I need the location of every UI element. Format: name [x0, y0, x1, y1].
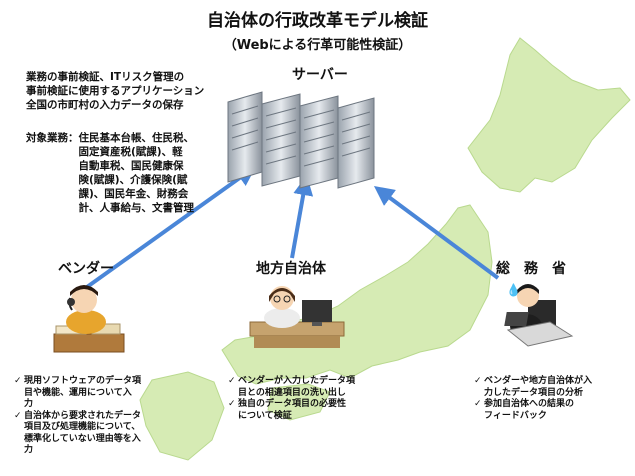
ministry-worker-icon: 💧 — [504, 283, 574, 347]
municipality-note: 独自のデータ項目の必要性 について検証 — [228, 399, 398, 422]
server-description: 業務の事前検証、ITリスク管理の 事前検証に使用するアプリケーション 全国の市町… — [26, 70, 204, 112]
target-business-list: 住民基本台帳、住民税、 固定資産税(賦課)、軽 自動車税、国民健康保 険(賦課)… — [79, 131, 219, 215]
municipality-note: ベンダーが入力したデータ項 目との相違項目の洗い出し — [228, 376, 398, 399]
server-rack-icon — [227, 91, 375, 189]
server-description-line: 全国の市町村の入力データの保存 — [26, 99, 184, 111]
vendor-note-line: 自治体から要求されたデータ — [24, 410, 142, 421]
ministry-note: ベンダーや地方自治体が入 力したデータ項目の分析 — [474, 376, 632, 399]
ministry-note-line: 力したデータ項目の分析 — [484, 387, 584, 398]
ministry-note: 参加自治体への結果の フィードバック — [474, 399, 632, 422]
ministry-label: 総 務 省 — [496, 261, 566, 277]
vendor-label: ベンダー — [58, 261, 114, 277]
vendor-operator-icon — [53, 285, 125, 353]
target-business-label: 対象業務： — [26, 132, 79, 144]
server-label: サーバー — [292, 67, 348, 83]
vendor-note-line: 標準化していない理由等を入 — [24, 433, 141, 444]
server-description-line: 業務の事前検証、ITリスク管理の — [26, 71, 185, 83]
page-subtitle: （Webによる行革可能性検証） — [223, 38, 412, 53]
vendor-note-line: 力 — [24, 399, 34, 409]
vendor-note: 現用ソフトウェアのデータ項 目や機能、運用について入 力 — [14, 376, 174, 411]
municipality-note-line: ベンダーが入力したデータ項 — [238, 376, 356, 386]
vendor-note-line: 目や機能、運用について入 — [24, 387, 132, 398]
ministry-note-line: ベンダーや地方自治体が入 — [484, 376, 593, 386]
server-description-line: 事前検証に使用するアプリケーション — [26, 85, 205, 97]
municipality-label: 地方自治体 — [256, 261, 326, 277]
arrow-ministry-to-server — [373, 186, 500, 280]
arrow-vendor-to-server — [78, 166, 257, 294]
vendor-notes: 現用ソフトウェアのデータ項 目や機能、運用について入 力 自治体から要求されたデ… — [14, 376, 174, 457]
municipal-office-worker-icon — [249, 286, 345, 348]
vendor-note-line: 力 — [24, 445, 34, 455]
map-honshu — [221, 204, 493, 385]
target-business-line: 住民基本台帳、住民税、 — [78, 132, 195, 144]
ministry-notes: ベンダーや地方自治体が入 力したデータ項目の分析 参加自治体への結果の フィード… — [474, 376, 632, 422]
target-business-line: 険(賦課)、介護保険(賦 — [78, 174, 188, 186]
target-business-line: 自動車税、国民健康保 — [78, 160, 184, 172]
target-business-line: 計、人事給与、文書管理 — [78, 202, 195, 214]
ministry-note-line: フィードバック — [484, 410, 547, 421]
municipality-note-line: 目との相違項目の洗い出し — [238, 387, 346, 398]
target-business-line: 固定資産税(賦課)、軽 — [78, 146, 183, 158]
page-title: 自治体の行政改革モデル検証 — [207, 11, 428, 31]
ministry-note-line: 参加自治体への結果の — [484, 399, 575, 409]
vendor-note-line: 項目及び処理機能について、 — [24, 422, 141, 432]
vendor-note: 自治体から要求されたデータ 項目及び処理機能について、 標準化していない理由等を… — [14, 411, 174, 457]
map-hokkaido — [467, 37, 631, 193]
municipality-note-line: について検証 — [238, 410, 292, 421]
municipality-note-line: 独自のデータ項目の必要性 — [238, 399, 347, 409]
arrow-municipality-to-server — [290, 175, 314, 259]
target-business-line: 課)、国民年金、財務会 — [78, 188, 189, 200]
svg-text:💧: 💧 — [506, 283, 521, 297]
municipality-notes: ベンダーが入力したデータ項 目との相違項目の洗い出し 独自のデータ項目の必要性 … — [228, 376, 398, 422]
target-business: 対象業務： 住民基本台帳、住民税、 固定資産税(賦課)、軽 自動車税、国民健康保… — [26, 131, 219, 215]
vendor-note-line: 現用ソフトウェアのデータ項 — [24, 376, 142, 386]
